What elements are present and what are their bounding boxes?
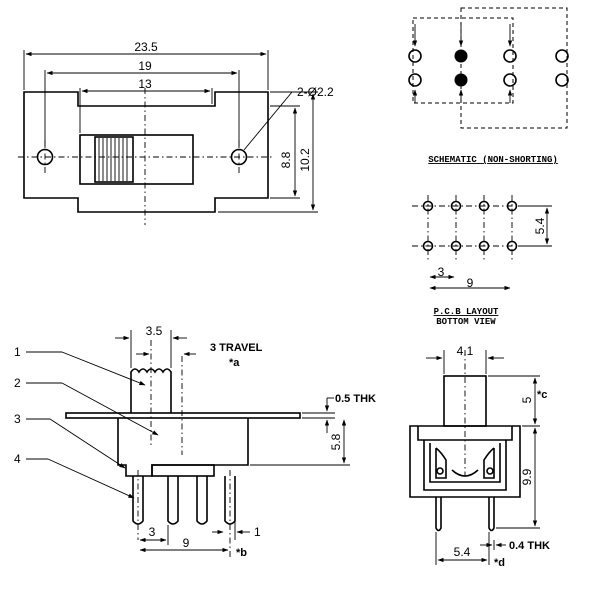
dim-pin-thickness: 0.4 THK [509,540,550,552]
callout-2: 2 [14,376,21,390]
top-view: 23.5 19 13 2-Ø2.2 8.8 10.2 [18,40,334,225]
schematic-title: SCHEMATIC (NON-SHORTING) [428,155,558,165]
side-view: 1 2 3 4 3.5 3 TRAVEL *a 0.5 THK 5.8 [14,324,376,560]
note-b: *b [236,547,247,559]
contact [408,49,422,63]
note-d: *d [494,557,505,569]
pin [167,476,179,525]
schematic: SCHEMATIC (NON-SHORTING) [408,7,569,165]
contact [503,49,517,63]
pcb-pad [478,240,490,252]
pcb-dim-row-spacing: 5.4 [533,217,547,234]
pcb-dim-pitch: 3 [438,265,445,279]
end-view: 4.1 5 *c 9.9 0.4 THK 5.4 *d [409,344,550,569]
pcb-dim-span: 9 [467,276,474,290]
contact [555,73,569,87]
dim-body-height: 5.8 [329,433,343,450]
schematic-box-right [460,7,568,129]
contact [408,73,422,87]
actuator-ribs [98,138,128,181]
callout-3: 3 [14,412,21,426]
dim-pin-span: 9 [183,536,190,550]
contact [555,49,569,63]
dim-actuator-height: 5 [520,396,534,403]
dim-pin-pitch: 3 [149,525,156,539]
end-pin-left [435,497,442,532]
pcb-pad [422,200,434,212]
dim-pin-offset: 5.4 [454,545,471,559]
dim-height-inner: 8.8 [279,151,293,168]
dim-travel: 3 TRAVEL [210,342,263,354]
pcb-pad-row-top [422,200,518,212]
pcb-title-line1: P.C.B LAYOUT [434,307,499,317]
pcb-pad [450,240,462,252]
contact-common [454,49,468,63]
pcb-title-line2: BOTTOM VIEW [436,317,496,327]
dim-actuator-width: 3.5 [146,324,163,338]
actuator-top [94,136,134,183]
dim-pin-width: 1 [254,525,261,539]
pcb-layout: 5.4 3 9 P.C.B LAYOUT BOTTOM VIEW [412,195,552,327]
pcb-pad [422,240,434,252]
dim-slot-width: 13 [138,77,152,91]
pcb-pad [478,200,490,212]
pin [196,476,208,525]
mounting-flange [65,412,301,419]
top-view-outline [23,91,269,213]
contact-common [454,73,468,87]
slot-outline [79,134,194,185]
dim-flange-thickness: 0.5 THK [335,393,376,405]
dim-height-outer: 10.2 [298,148,312,172]
note-a: *a [229,357,240,369]
pcb-pad [450,200,462,212]
pcb-pad [506,200,518,212]
callout-1: 1 [14,345,21,359]
pcb-pad [506,240,518,252]
side-pins [132,464,236,525]
dim-overall-width: 23.5 [134,40,158,54]
callout-4: 4 [14,452,21,466]
dim-body-height-end: 9.9 [520,468,534,485]
switch-body-side [117,418,249,477]
contact [503,73,517,87]
switch-body-end [409,425,521,498]
contact-left [435,447,447,479]
end-pin-right [488,497,495,532]
dim-hole-spacing: 19 [138,59,152,73]
dim-actuator-width-end: 4.1 [457,344,474,358]
pcb-pad-row-bottom [422,240,518,252]
contact-right [483,447,495,479]
note-c: *c [537,389,547,401]
